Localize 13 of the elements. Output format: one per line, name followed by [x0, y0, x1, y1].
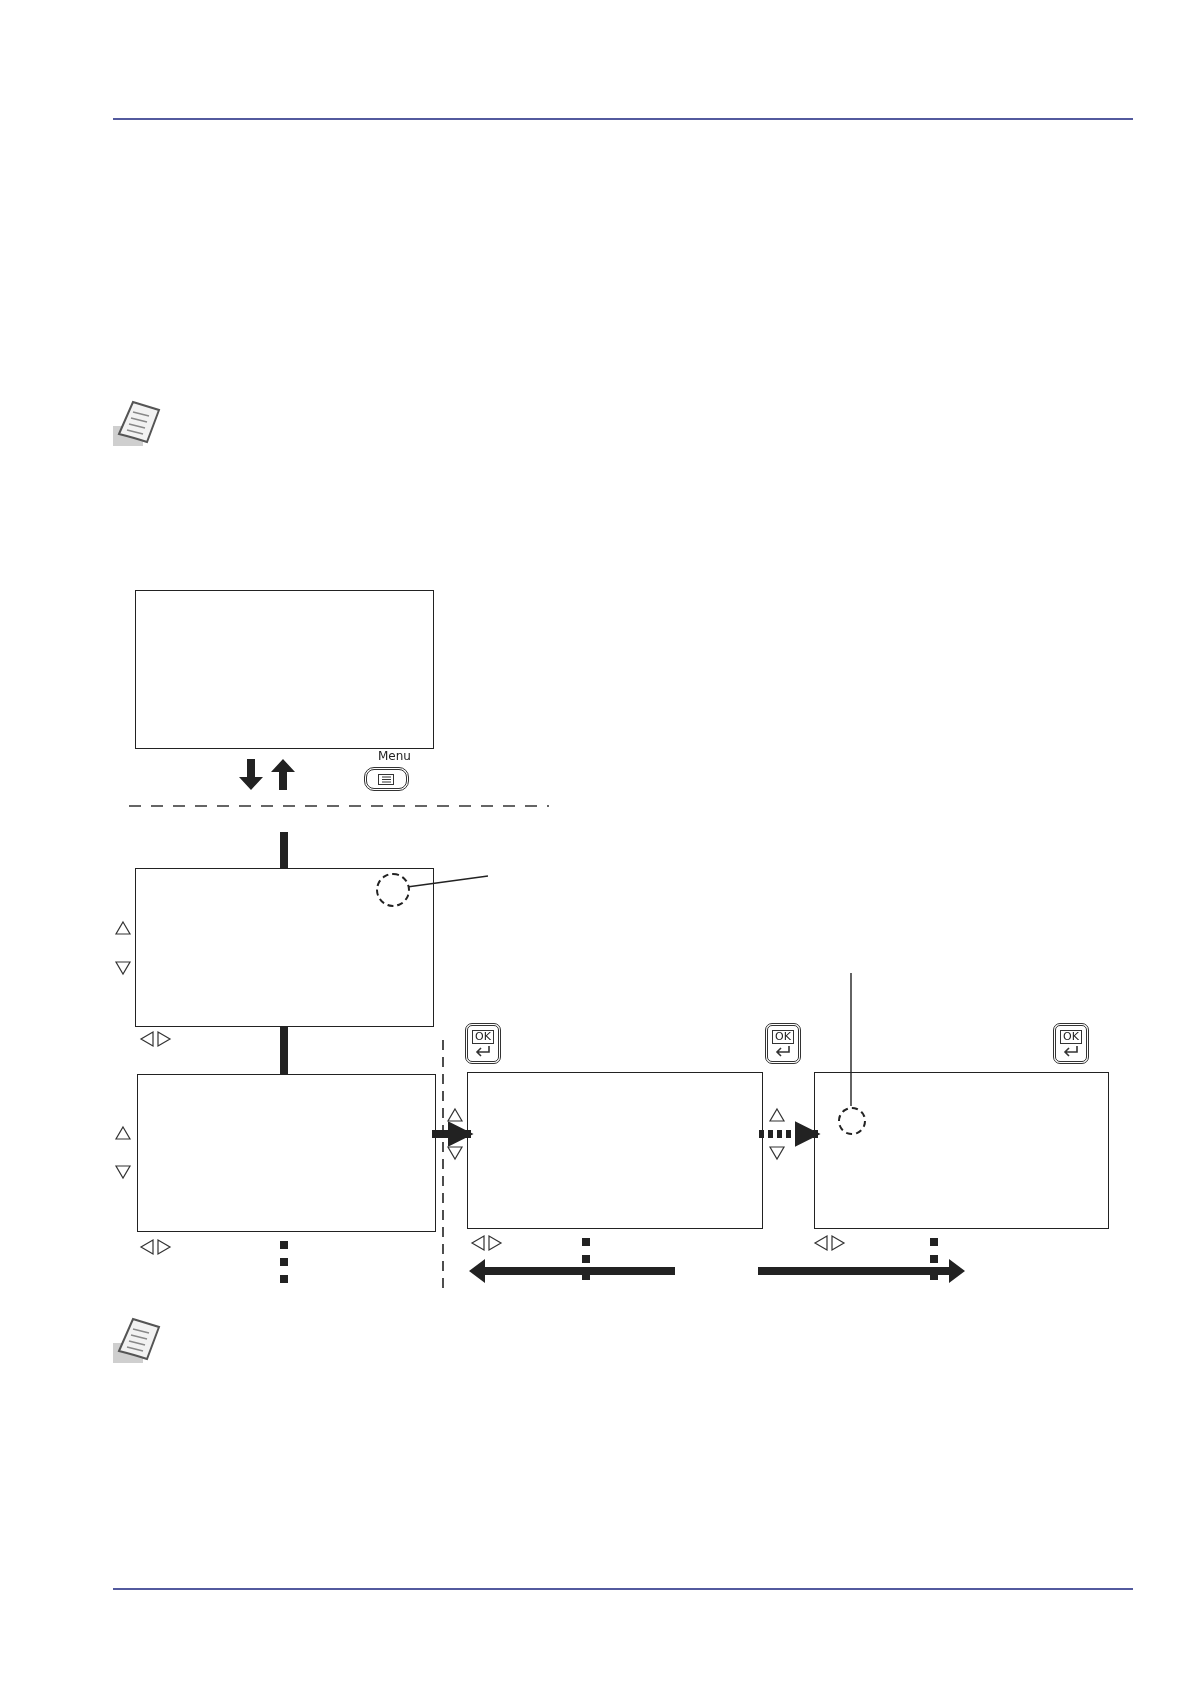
display-screen	[135, 868, 434, 1027]
leader-line	[850, 972, 852, 1107]
display-screen	[814, 1072, 1109, 1229]
leader-line	[408, 875, 489, 888]
ok-key: OK	[1053, 1023, 1089, 1064]
ok-key: OK	[765, 1023, 801, 1064]
display-screen	[135, 590, 434, 749]
button-label: Menu	[378, 749, 411, 763]
highlight-circle	[376, 873, 410, 907]
ok-key: OK	[465, 1023, 501, 1064]
display-screen	[467, 1072, 763, 1229]
display-screen	[137, 1074, 436, 1232]
highlight-circle	[838, 1107, 866, 1135]
